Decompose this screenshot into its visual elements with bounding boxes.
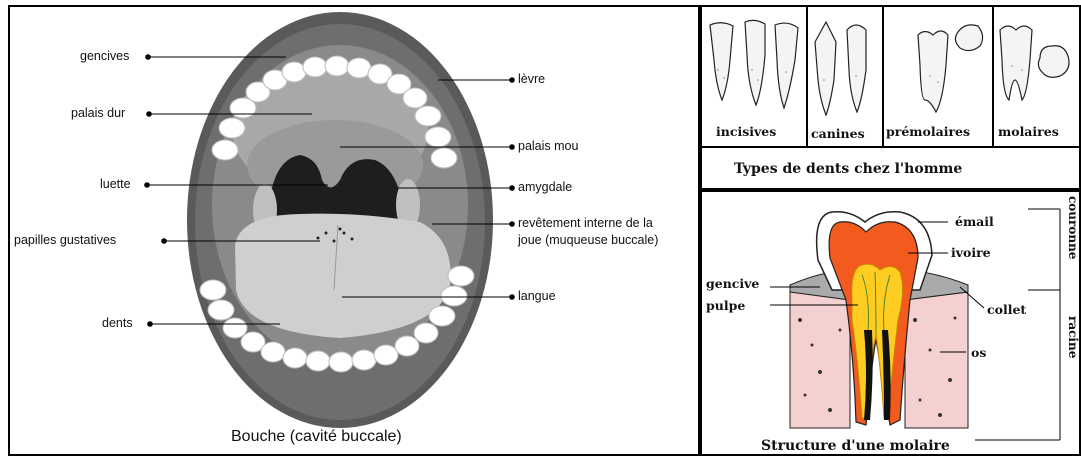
bone-area xyxy=(790,290,850,428)
molar-caption: Structure d'une molaire xyxy=(761,438,950,454)
label-collet: collet xyxy=(987,302,1026,317)
label-couronne: couronne xyxy=(1066,196,1080,259)
bone-area xyxy=(905,292,968,428)
label-ivoire: ivoire xyxy=(951,245,991,260)
label-racine: racine xyxy=(1066,316,1080,358)
label-os: os xyxy=(971,345,986,360)
label-gencive: gencive xyxy=(706,276,759,291)
label-pulpe: pulpe xyxy=(706,298,745,313)
label-email: émail xyxy=(955,214,994,229)
